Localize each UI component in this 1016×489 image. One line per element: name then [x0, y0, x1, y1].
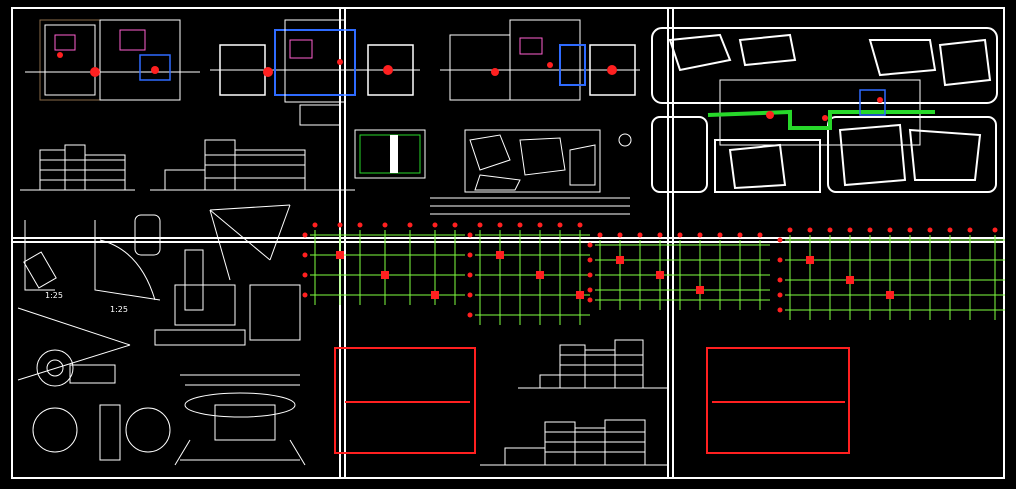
auditorium-sketch: [174, 374, 306, 466]
building-elevation-2: [480, 419, 668, 466]
site-map: [430, 129, 632, 215]
title-block-right: [706, 347, 850, 454]
floor-plan-3: [440, 19, 640, 101]
elevation-2: [150, 139, 355, 191]
structural-grid-1: [302, 222, 465, 305]
detail-drawings: [23, 204, 301, 346]
scale-label-1: 1:25: [45, 291, 63, 300]
floor-plan-1: [25, 19, 200, 101]
structural-grid-2: [467, 222, 590, 325]
floor-plan-2: [210, 19, 420, 126]
scale-label-2: 1:25: [110, 305, 128, 314]
detail-plan: [354, 129, 426, 179]
urban-site-plan: [651, 27, 998, 193]
title-block-left: [334, 347, 476, 454]
sheet-frame: [11, 7, 1005, 479]
structural-grid-3: [587, 232, 770, 310]
building-elevation-1: [518, 339, 668, 389]
structural-grids: [302, 222, 1005, 325]
elevation-1: [20, 144, 135, 191]
mri-scanner-sketch: [17, 307, 171, 461]
structural-grid-4: [777, 227, 1005, 320]
